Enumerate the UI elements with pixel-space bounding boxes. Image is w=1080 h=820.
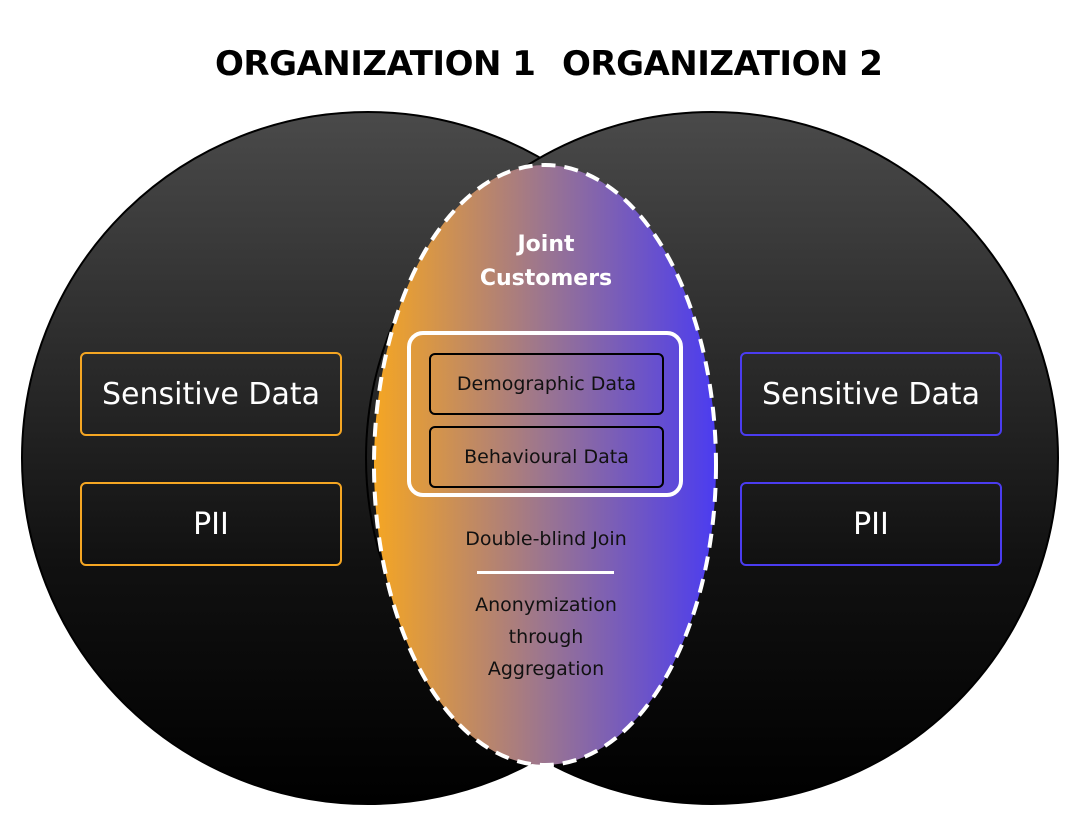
shared-data-frame <box>407 331 683 497</box>
anonymization-line-3: Aggregation <box>487 658 605 680</box>
behavioural-data-box: Behavioural Data <box>429 426 664 488</box>
double-blind-join-label: Double-blind Join <box>465 528 627 550</box>
demographic-data-box: Demographic Data <box>429 353 664 415</box>
anonymization-line-1: Anonymization <box>475 594 617 616</box>
divider-line <box>477 571 614 574</box>
org2-pii-box: PII <box>740 482 1002 566</box>
joint-customers-ellipse <box>372 163 718 767</box>
joint-customers-title: Joint Customers <box>440 228 652 296</box>
joint-title-line2: Customers <box>479 266 613 291</box>
org1-pii-box: PII <box>80 482 342 566</box>
org1-sensitive-data-box: Sensitive Data <box>80 352 342 436</box>
org2-title: ORGANIZATION 2 <box>562 44 883 84</box>
org1-title: ORGANIZATION 1 <box>215 44 536 84</box>
anonymization-line-2: through <box>508 626 584 648</box>
joint-title-line1: Joint <box>517 232 575 257</box>
org2-sensitive-data-box: Sensitive Data <box>740 352 1002 436</box>
anonymization-label: Anonymization through Aggregation <box>430 589 662 685</box>
